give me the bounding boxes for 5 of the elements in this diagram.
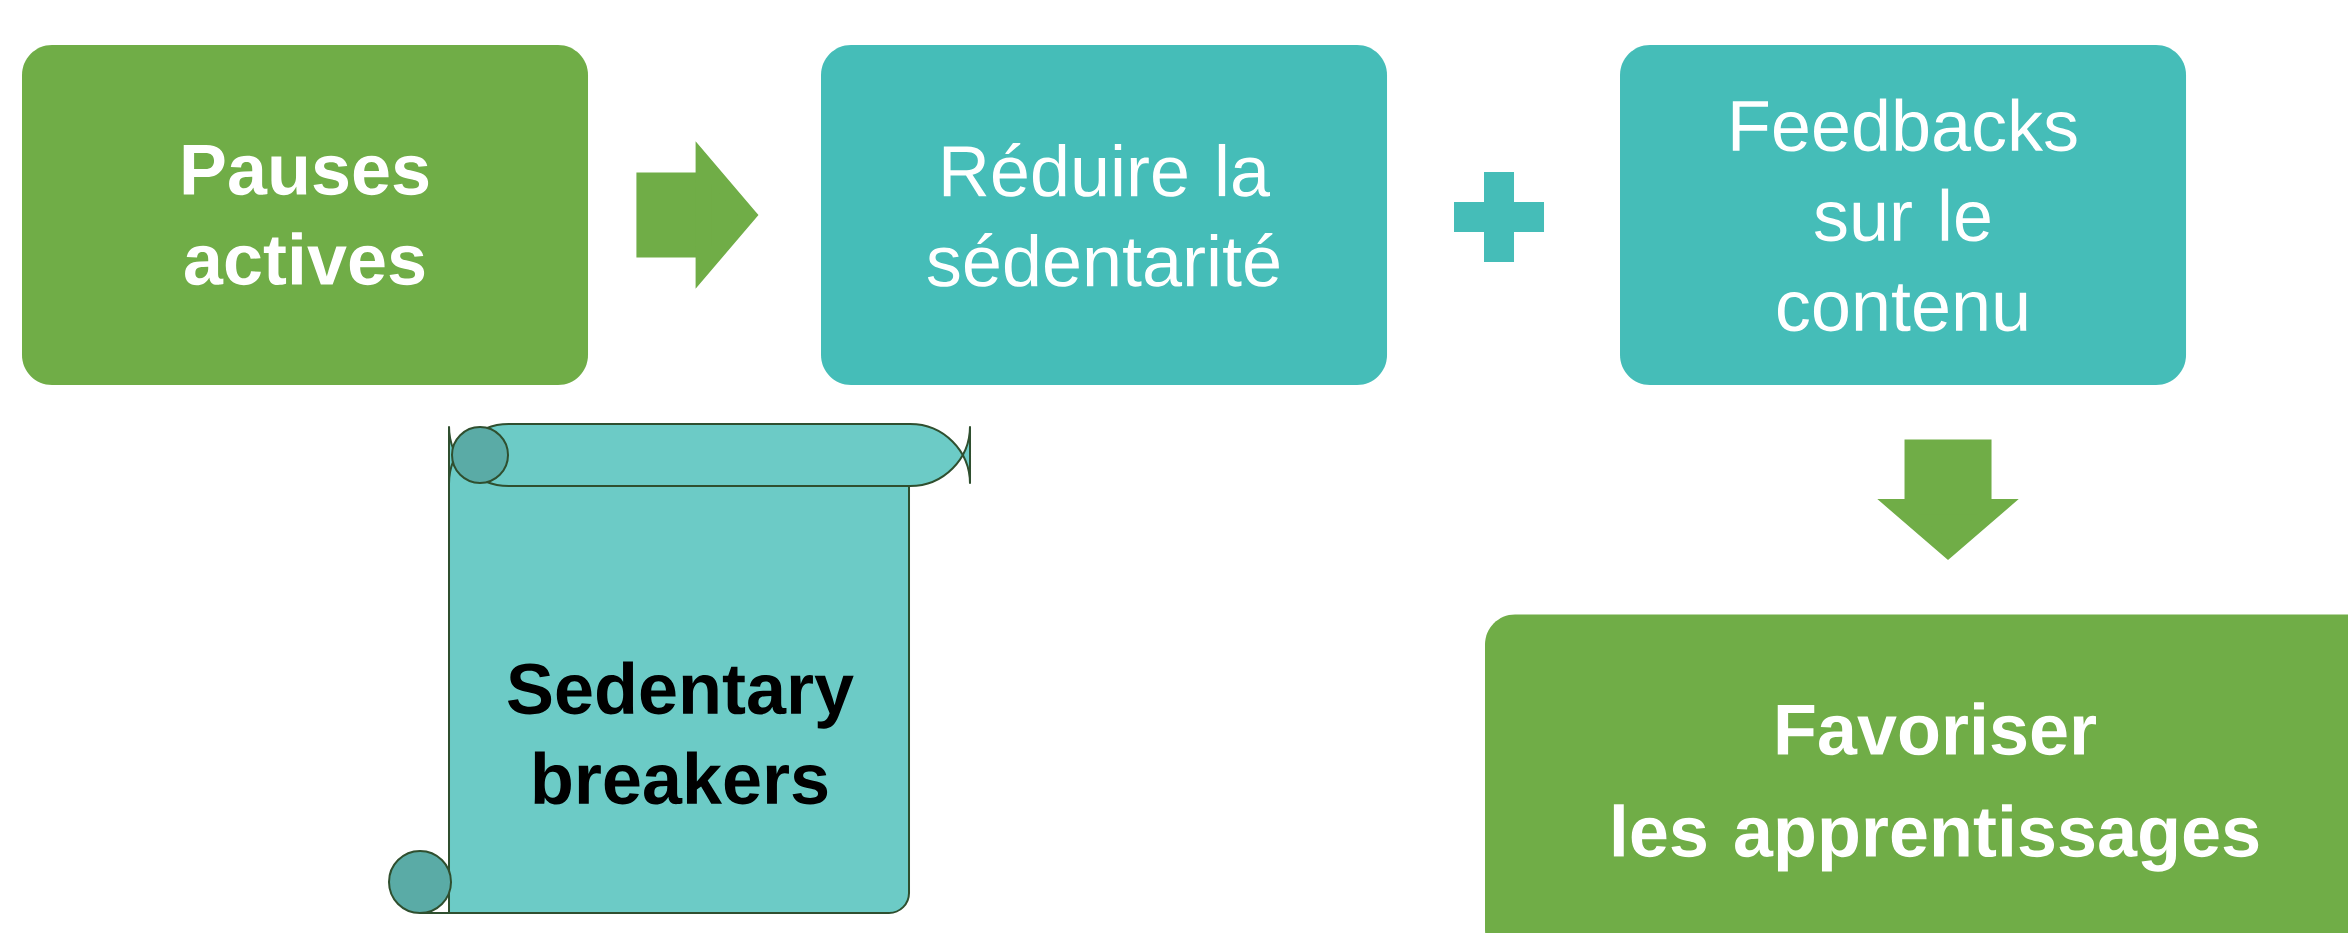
rounded-box: Favoriser les apprentissages bbox=[1485, 614, 2348, 933]
rounded-box: Pauses actives bbox=[22, 45, 588, 385]
rounded-box: Feedbacks sur le contenu bbox=[1620, 45, 2187, 385]
scroll-banner: Sedentary breakers bbox=[388, 423, 971, 914]
rounded-box: Réduire la sédentarité bbox=[821, 45, 1388, 385]
